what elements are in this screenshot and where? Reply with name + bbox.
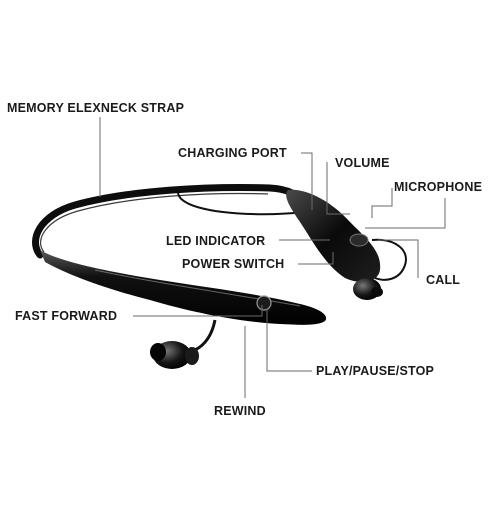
label-volume: VOLUME — [335, 156, 390, 170]
label-rewind: REWIND — [214, 404, 266, 418]
leader-lines — [99, 117, 446, 398]
label-microphone: MICROPHONE — [394, 180, 483, 194]
right-earbud-cable — [177, 191, 306, 216]
label-fast-forward: FAST FORWARD — [15, 309, 118, 323]
label-power-switch: POWER SWITCH — [182, 257, 285, 271]
right-module — [286, 189, 381, 282]
left-earbud-cable — [194, 319, 217, 352]
play-pause-button — [256, 295, 272, 311]
label-call: CALL — [426, 273, 461, 287]
left-module — [40, 250, 327, 325]
label-led-indicator: LED INDICATOR — [166, 234, 266, 248]
label-play-pause-stop: PLAY/PAUSE/STOP — [316, 364, 435, 378]
neck-band — [32, 184, 309, 259]
label-charging-port: CHARGING PORT — [178, 146, 287, 160]
label-memory-strap: MEMORY ELEXNECK STRAP — [7, 101, 185, 115]
